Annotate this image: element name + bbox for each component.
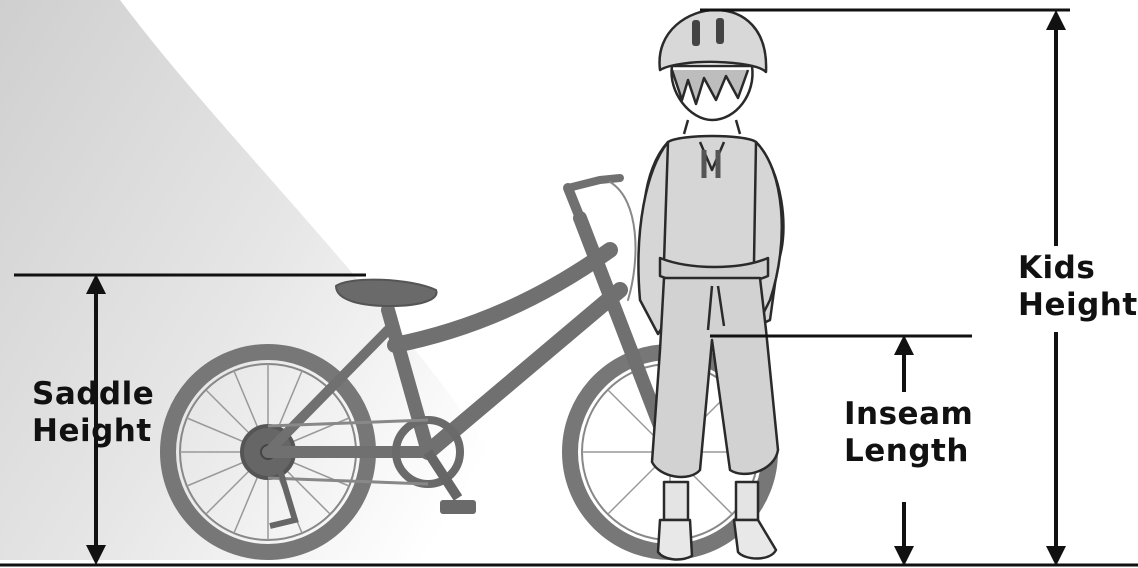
pedal	[440, 500, 476, 514]
inseam-length-label-line2: Length	[844, 433, 973, 470]
saddle-height-label-line2: Height	[32, 413, 154, 450]
helmet	[660, 10, 767, 72]
kids-height-label-line1: Kids	[1018, 250, 1138, 287]
saddle-height-label: Saddle Height	[32, 376, 154, 450]
kids-height-label-line2: Height	[1018, 287, 1138, 324]
saddle	[336, 280, 437, 306]
kids-height-label: Kids Height	[1018, 250, 1138, 324]
right-shoe	[734, 520, 776, 559]
inseam-length-label: Inseam Length	[844, 396, 973, 470]
saddle-height-label-line1: Saddle	[32, 376, 154, 413]
inseam-length-label-line1: Inseam	[844, 396, 973, 433]
left-shoe	[658, 520, 692, 559]
